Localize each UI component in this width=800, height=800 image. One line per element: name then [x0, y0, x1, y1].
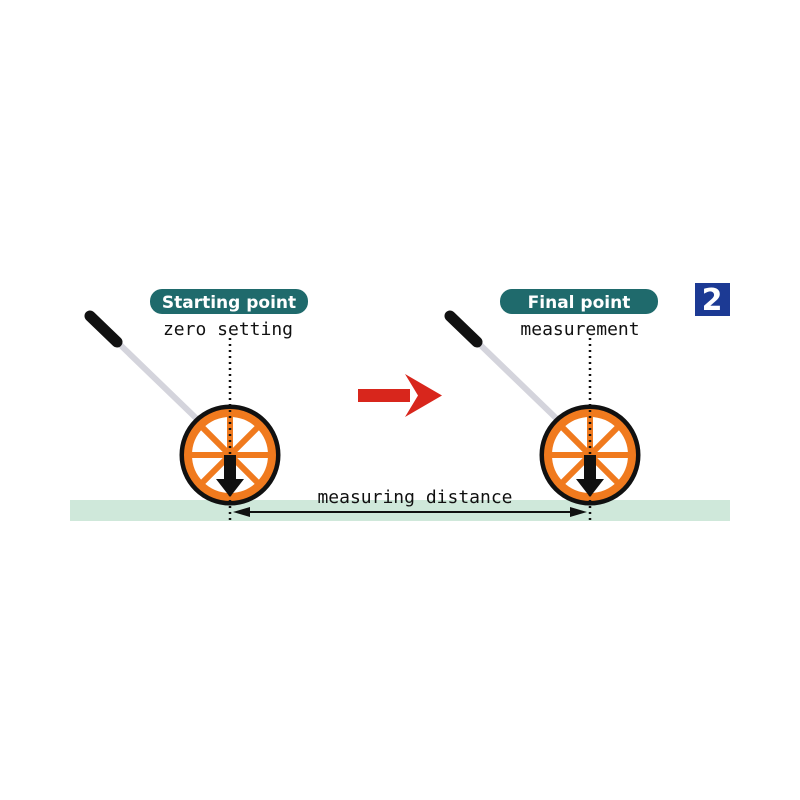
start-label: Starting point — [162, 293, 296, 313]
final-label: Final point — [528, 293, 631, 313]
right-arrow-icon — [358, 374, 442, 417]
handle-shaft — [467, 332, 561, 423]
handle-grip — [444, 310, 483, 348]
handle-grip — [84, 310, 123, 348]
step-badge-number: 2 — [702, 283, 723, 318]
handle-shaft — [107, 332, 201, 423]
final-caption: measurement — [520, 319, 639, 340]
start-caption: zero setting — [163, 319, 293, 340]
start-measuring-wheel — [84, 310, 278, 503]
start-label-pill — [150, 289, 308, 314]
distance-label: measuring distance — [317, 487, 512, 508]
final-label-pill — [500, 289, 658, 314]
final-measuring-wheel — [444, 310, 638, 503]
distance-double-arrow — [233, 507, 587, 517]
step-badge — [695, 283, 730, 316]
